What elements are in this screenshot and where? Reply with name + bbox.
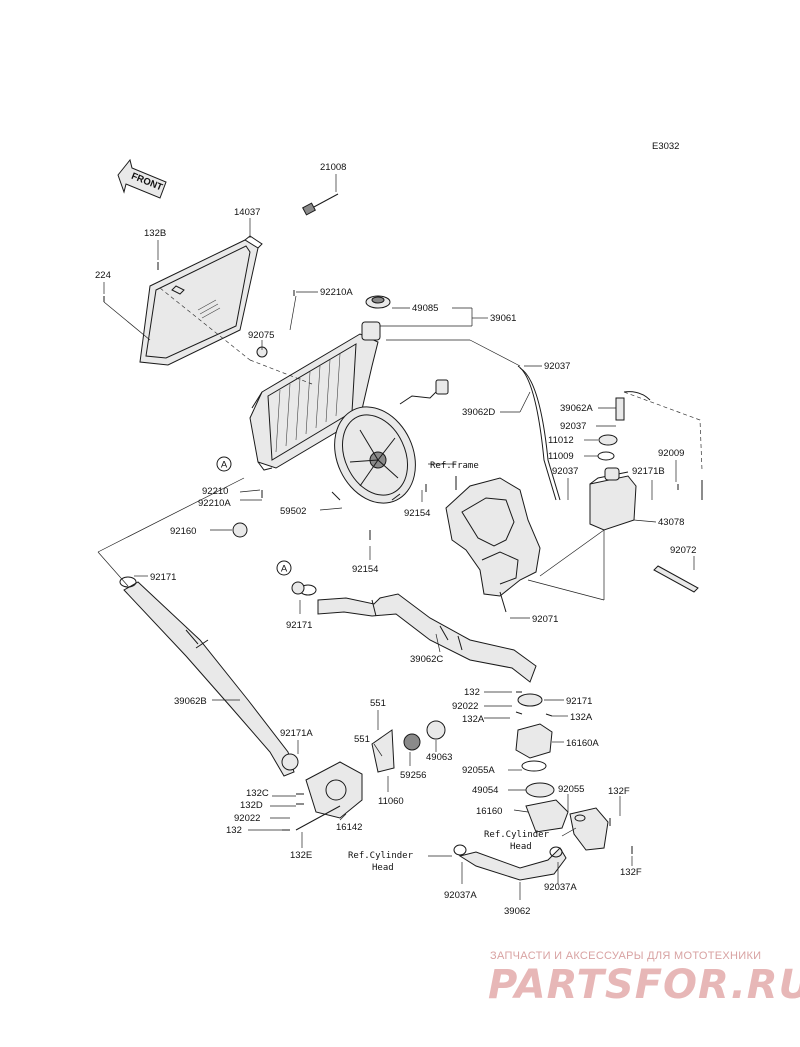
- part-label-59256[interactable]: 59256: [400, 770, 426, 781]
- cooling-fan: [331, 379, 449, 504]
- part-label-39062[interactable]: 39062: [504, 906, 530, 917]
- part-label-92037-a[interactable]: 92037: [544, 361, 570, 372]
- dashed-connections: [159, 287, 703, 471]
- long-leader: [97, 477, 245, 587]
- hose-39062b: [119, 576, 295, 777]
- water-pump: [295, 720, 446, 831]
- hose-39062: [453, 844, 567, 881]
- part-label-92171a[interactable]: 92171A: [280, 728, 313, 739]
- part-label-39061[interactable]: 39061: [490, 313, 516, 324]
- part-label-92154-b[interactable]: 92154: [352, 564, 378, 575]
- part-label-132b[interactable]: 132B: [144, 228, 166, 239]
- part-label-14037[interactable]: 14037: [234, 207, 260, 218]
- small-hoses: [232, 346, 703, 771]
- part-label-132a-a[interactable]: 132A: [462, 714, 485, 725]
- ref-cylinder-head-2-line1: Ref.Cylinder: [348, 851, 414, 861]
- part-label-92037a-b[interactable]: 92037A: [544, 882, 577, 893]
- radiator-guard: [139, 235, 263, 366]
- callout-a-1: A: [216, 456, 232, 472]
- part-label-11012[interactable]: 11012: [548, 435, 574, 446]
- ref-frame-label: Ref.Frame: [430, 461, 479, 471]
- part-label-16142[interactable]: 16142: [336, 822, 362, 833]
- part-label-551-b[interactable]: 551: [354, 734, 370, 745]
- part-label-132e[interactable]: 132E: [290, 850, 312, 861]
- ref-cylinder-head-1-line1: Ref.Cylinder: [484, 830, 550, 840]
- part-label-49054[interactable]: 49054: [472, 785, 498, 796]
- thermostat-lower: [525, 782, 609, 851]
- band-strap: [653, 565, 699, 593]
- part-label-92210a-top[interactable]: 92210A: [320, 287, 353, 298]
- part-label-11060[interactable]: 11060: [378, 796, 404, 807]
- part-label-551-a[interactable]: 551: [370, 698, 386, 709]
- callout-a-label: A: [281, 564, 288, 575]
- part-label-92037-b[interactable]: 92037: [560, 421, 586, 432]
- part-label-132d[interactable]: 132D: [240, 800, 263, 811]
- part-label-16160a[interactable]: 16160A: [566, 738, 599, 749]
- ref-cylinder-head-1-line2: Head: [510, 842, 532, 852]
- part-label-92160[interactable]: 92160: [170, 526, 196, 537]
- part-label-132f-b[interactable]: 132F: [620, 867, 642, 878]
- part-label-39062c[interactable]: 39062C: [410, 654, 443, 665]
- watermark-logo: PARTSFOR.RU: [488, 962, 800, 1008]
- part-label-11009[interactable]: 11009: [548, 451, 574, 462]
- part-label-132-a[interactable]: 132: [464, 687, 480, 698]
- frame-bracket: [445, 477, 541, 613]
- ref-cylinder-head-2-line2: Head: [372, 863, 394, 873]
- part-label-92037a-a[interactable]: 92037A: [444, 890, 477, 901]
- part-label-92171b[interactable]: 92171B: [632, 466, 665, 477]
- part-label-92022-a[interactable]: 92022: [452, 701, 478, 712]
- part-label-39062d[interactable]: 39062D: [462, 407, 495, 418]
- part-label-43078[interactable]: 43078: [658, 517, 684, 528]
- part-label-92071[interactable]: 92071: [532, 614, 558, 625]
- part-label-92154-a[interactable]: 92154: [404, 508, 430, 519]
- part-label-92171-b[interactable]: 92171: [286, 620, 312, 631]
- part-label-132c[interactable]: 132C: [246, 788, 269, 799]
- callout-a-2: A: [276, 560, 292, 576]
- diagram-code: E3032: [652, 141, 679, 152]
- part-label-92055a[interactable]: 92055A: [462, 765, 495, 776]
- part-label-92022-b[interactable]: 92022: [234, 813, 260, 824]
- part-label-92009[interactable]: 92009: [658, 448, 684, 459]
- front-direction-arrow: FRONT: [117, 158, 167, 199]
- part-label-59502[interactable]: 59502: [280, 506, 306, 517]
- part-label-21008[interactable]: 21008: [320, 162, 346, 173]
- part-label-92171-a[interactable]: 92171: [150, 572, 176, 583]
- part-label-92210a-low[interactable]: 92210A: [198, 498, 231, 509]
- part-label-92037-c[interactable]: 92037: [552, 466, 578, 477]
- bolts: [103, 262, 679, 854]
- callout-a-label: A: [221, 460, 228, 471]
- part-label-92072[interactable]: 92072: [670, 545, 696, 556]
- part-label-39062b[interactable]: 39062B: [174, 696, 207, 707]
- thermostat-housing: [515, 693, 553, 772]
- part-label-49063[interactable]: 49063: [426, 752, 452, 763]
- part-label-92055[interactable]: 92055: [558, 784, 584, 795]
- part-label-132f-a[interactable]: 132F: [608, 786, 630, 797]
- hose-39062c: [299, 584, 537, 683]
- fan-switch-part: [302, 193, 339, 216]
- radiator-cap: [365, 295, 391, 309]
- leader-lines: [103, 174, 695, 900]
- part-labels: E3032 21008 14037 132B 224 92210A 49085 …: [95, 141, 696, 917]
- part-label-16160[interactable]: 16160: [476, 806, 502, 817]
- part-label-224[interactable]: 224: [95, 270, 111, 281]
- part-label-92210[interactable]: 92210: [202, 486, 228, 497]
- part-label-49085[interactable]: 49085: [412, 303, 438, 314]
- watermark-tagline: ЗАПЧАСТИ И АКСЕССУАРЫ ДЛЯ МОТОТЕХНИКИ: [490, 950, 762, 962]
- part-label-39062a[interactable]: 39062A: [560, 403, 593, 414]
- reservoir-tank: [589, 434, 637, 531]
- part-label-132-b[interactable]: 132: [226, 825, 242, 836]
- part-label-132a-b[interactable]: 132A: [570, 712, 593, 723]
- part-label-92171-c[interactable]: 92171: [566, 696, 592, 707]
- part-label-92075[interactable]: 92075: [248, 330, 274, 341]
